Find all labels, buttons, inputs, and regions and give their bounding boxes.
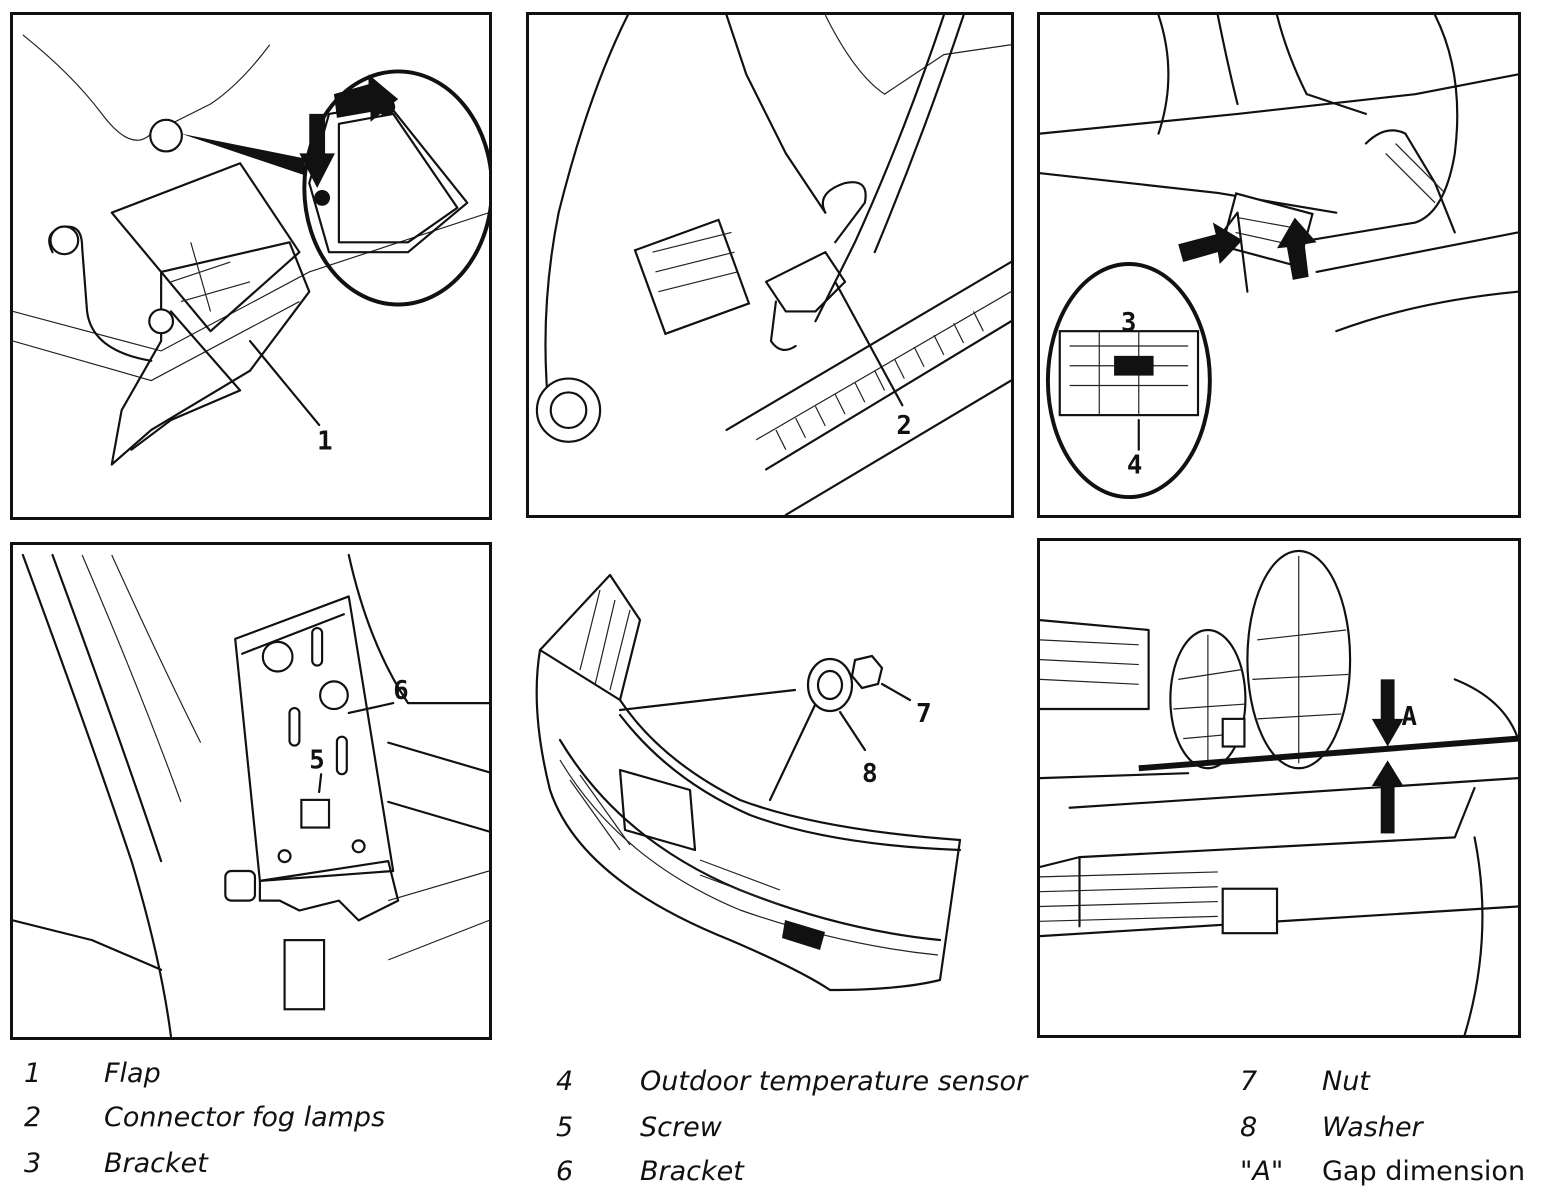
callout-6: 6	[393, 676, 408, 706]
legend-item-6: 6 Bracket	[556, 1156, 744, 1187]
legend-item-a: "A" Gap dimension	[1240, 1156, 1526, 1187]
legend-item-4: 4 Outdoor temperature sensor	[556, 1066, 1028, 1097]
legend-item-7: 7 Nut	[1240, 1066, 1370, 1097]
bracket-illustration: 6 5	[13, 553, 489, 1037]
callout-1: 1	[317, 427, 332, 457]
panel-bumper: 7 8	[520, 560, 1010, 1040]
legend-item-5: 5 Screw	[556, 1112, 722, 1143]
panel-connector: 2	[526, 12, 1014, 518]
callout-3: 3	[1121, 308, 1136, 338]
callout-2: 2	[896, 411, 911, 441]
legend-item-2: 2 Connector fog lamps	[24, 1102, 386, 1133]
callout-7: 7	[916, 699, 932, 729]
flap-illustration: 1	[13, 34, 489, 466]
legend-item-8: 8 Washer	[1240, 1112, 1423, 1143]
gap-illustration: A	[1040, 549, 1518, 1035]
sensor-illustration: 3 4	[1040, 15, 1518, 500]
callout-8: 8	[862, 759, 878, 789]
bumper-illustration: 7 8	[535, 573, 962, 992]
panel-flap: 1	[10, 12, 492, 520]
legend: 1 Flap 2 Connector fog lamps 3 Bracket 4…	[0, 1052, 1568, 1202]
legend-item-1: 1 Flap	[24, 1058, 161, 1089]
callout-a: A	[1401, 702, 1417, 732]
panel-gap: A	[1037, 538, 1521, 1038]
panel-sensor: 3 4	[1037, 12, 1521, 518]
callout-4: 4	[1127, 450, 1142, 480]
callout-5: 5	[309, 745, 324, 775]
legend-item-3: 3 Bracket	[24, 1148, 208, 1179]
connector-illustration: 2	[535, 15, 1011, 515]
panel-bracket: 6 5	[10, 542, 492, 1040]
